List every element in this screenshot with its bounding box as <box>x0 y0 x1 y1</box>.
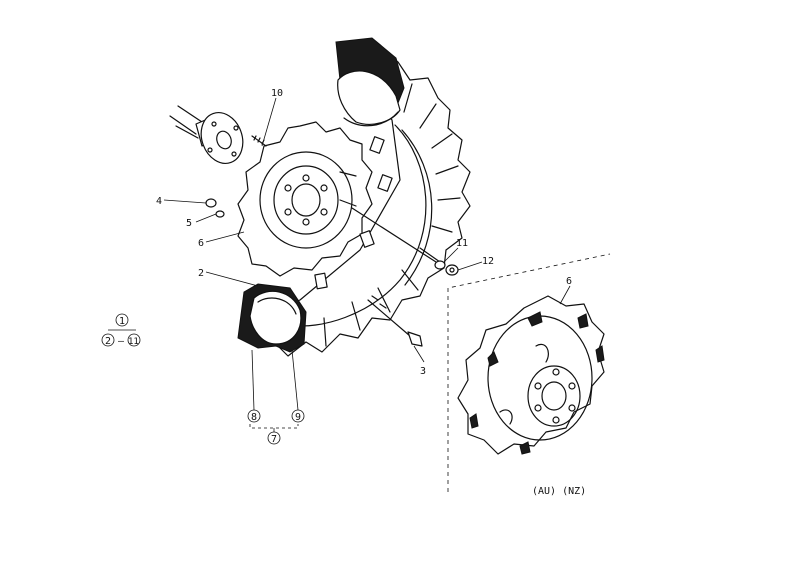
callouts: 10 4 5 6 2 3 11 12 6 8 9 7 <box>156 88 572 445</box>
callout-5: 5 <box>186 218 192 229</box>
callout-10: 10 <box>271 88 283 99</box>
inset-wheel-disc <box>457 295 605 455</box>
legend-left: 2 <box>105 336 111 347</box>
callout-6: 6 <box>198 238 204 249</box>
tire-section-upper <box>335 37 405 127</box>
callout-4: 4 <box>156 196 162 207</box>
assembly-legend: 1 2 – 11 <box>101 313 141 347</box>
hub-axle <box>169 105 267 164</box>
legend-top: 1 <box>119 316 125 327</box>
callout-6-inset: 6 <box>566 276 572 287</box>
callout-2: 2 <box>198 268 204 279</box>
legend-right: 11 <box>128 337 139 347</box>
callout-7: 7 <box>271 434 277 445</box>
leader-lines <box>108 97 571 432</box>
bolt <box>367 295 423 347</box>
callout-9: 9 <box>295 412 301 423</box>
legend-dash: – <box>118 336 125 347</box>
tire-section-lower <box>237 283 307 353</box>
nuts-right <box>351 207 459 276</box>
rim-clamps <box>314 136 393 290</box>
callout-3: 3 <box>420 366 426 377</box>
callout-11: 11 <box>456 238 468 249</box>
callout-12: 12 <box>482 256 494 267</box>
region-caption: (AU) (NZ) <box>532 486 586 497</box>
wheel-disc <box>237 121 373 277</box>
callout-8: 8 <box>251 412 257 423</box>
tire <box>257 41 471 357</box>
